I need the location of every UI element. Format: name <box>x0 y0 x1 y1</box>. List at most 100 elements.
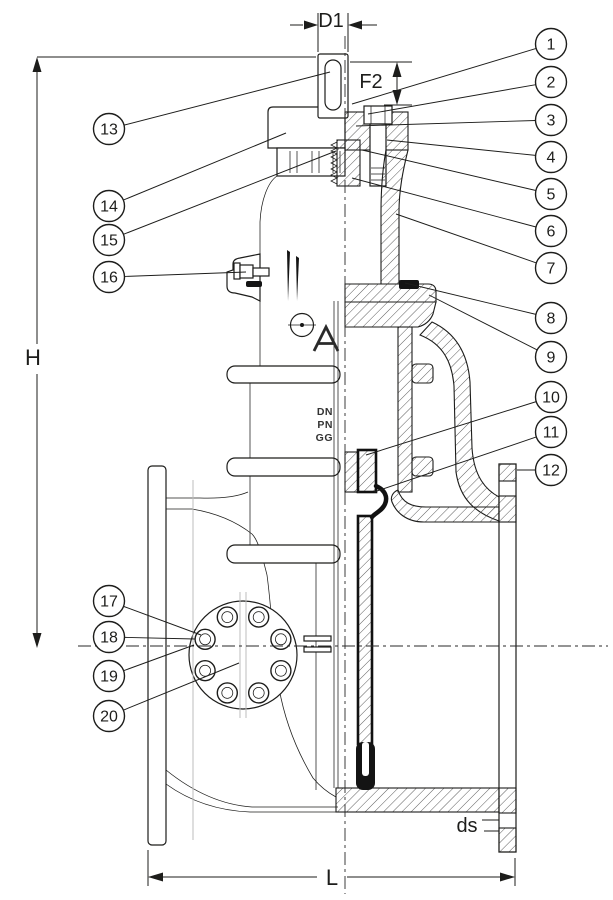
callout-balloon-16 <box>92 260 126 294</box>
dim-label-ds: ds <box>456 815 477 837</box>
bolt-circle-flange <box>188 600 298 710</box>
callout-leader-13 <box>123 71 331 126</box>
callout-number-6: 6 <box>547 224 556 241</box>
pipe-bottom-line-inner <box>165 783 338 813</box>
callout-number-18: 18 <box>100 630 118 647</box>
body-rib <box>226 544 341 564</box>
callout-leader-11 <box>373 436 537 493</box>
body-inner-wall-section <box>397 326 413 493</box>
callout-number-3: 3 <box>547 113 556 130</box>
casting-mark-gg: GG <box>316 432 333 444</box>
wedge-guide-section <box>344 451 359 493</box>
wedge-guide-bar <box>303 635 332 642</box>
wedge-gate <box>356 514 374 746</box>
body-rib <box>226 457 341 477</box>
callout-balloon-7 <box>534 251 568 285</box>
callout-balloon-20 <box>92 699 126 733</box>
callout-balloon-5 <box>534 177 568 211</box>
callout-leader-20 <box>123 662 240 711</box>
gland-serrations <box>330 141 338 185</box>
callout-number-17: 17 <box>100 594 118 611</box>
callout-leader-16 <box>124 271 247 277</box>
callout-balloon-6 <box>534 214 568 248</box>
stem-slot <box>324 59 342 111</box>
wedge-guide-bar <box>303 646 332 653</box>
callout-number-13: 13 <box>100 122 118 139</box>
callout-balloon-9 <box>534 340 568 374</box>
callout-balloon-8 <box>534 301 568 335</box>
callout-number-2: 2 <box>547 75 556 92</box>
callout-leader-15 <box>123 150 337 235</box>
callout-balloon-11 <box>534 415 568 449</box>
callout-leader-17 <box>123 605 202 636</box>
pipe-bottom-wall-section <box>335 787 500 813</box>
wedge <box>356 448 389 790</box>
callout-number-11: 11 <box>543 425 560 442</box>
bonnet-cap-skirt <box>276 147 346 177</box>
dimension-ds: ds <box>456 815 503 837</box>
callout-balloon-15 <box>92 223 126 257</box>
callout-balloon-10 <box>534 380 568 414</box>
callout-balloon-13 <box>92 112 126 146</box>
body-rib <box>226 365 341 384</box>
callout-balloon-2 <box>534 65 568 99</box>
callout-leader-5 <box>361 149 537 191</box>
dimension-f2: F2 <box>350 61 412 106</box>
casting-mark-dn: DN <box>317 406 333 418</box>
valve-left-outside-view <box>147 53 349 846</box>
vent-needle <box>296 256 299 301</box>
callout-leader-6 <box>351 177 537 228</box>
callout-number-10: 10 <box>542 390 560 407</box>
body-pipe-fillet <box>166 508 268 576</box>
dimension-h: H <box>25 56 316 648</box>
callout-leader-4 <box>386 139 536 156</box>
callout-leader-2 <box>367 84 536 115</box>
callout-balloon-12 <box>534 453 568 487</box>
casting-mark-pn: PN <box>317 419 333 431</box>
callout-number-20: 20 <box>100 709 118 726</box>
callout-number-19: 19 <box>100 669 118 686</box>
callout-number-5: 5 <box>547 187 556 204</box>
callout-number-12: 12 <box>542 463 560 480</box>
dim-label-h: H <box>25 345 41 370</box>
callout-leader-7 <box>395 213 537 264</box>
wedge-nut <box>356 448 378 494</box>
wedge-rubber-profile <box>369 483 389 520</box>
callout-leader-9 <box>428 294 538 351</box>
callout-leader-10 <box>365 401 537 456</box>
wedge-bottom-slot <box>362 742 369 776</box>
callout-number-8: 8 <box>547 311 556 328</box>
side-bolt-washer <box>233 262 241 280</box>
pipe-top-line <box>166 491 249 499</box>
right-pipe-flange-section <box>498 463 517 853</box>
callout-number-7: 7 <box>547 261 556 278</box>
callout-number-9: 9 <box>547 350 556 367</box>
rib-stub-section <box>411 363 434 384</box>
callout-balloon-19 <box>92 659 126 693</box>
side-bolt-head <box>239 264 254 279</box>
dim-label-f2: F2 <box>359 71 382 93</box>
dim-label-l: L <box>326 865 338 890</box>
bonnet-dome-outline <box>259 175 278 366</box>
valve-right-section-view <box>330 105 517 853</box>
callout-balloon-17 <box>92 584 126 618</box>
dimension-d1: D1 <box>290 10 377 52</box>
callout-leader-3 <box>355 120 536 127</box>
side-seal <box>246 281 262 287</box>
dimension-l: L <box>147 850 516 890</box>
manufacturer-logo-icon <box>312 323 340 352</box>
callout-leader-19 <box>123 644 195 672</box>
left-pipe-flange <box>147 465 167 846</box>
callout-balloon-3 <box>534 103 568 137</box>
body-flange-section <box>344 301 437 328</box>
casting-marks: DN PN GG <box>312 323 340 444</box>
callout-number-4: 4 <box>547 150 556 167</box>
callout-number-1: 1 <box>547 37 556 54</box>
side-bolt-shank <box>252 267 270 277</box>
callout-balloon-4 <box>534 140 568 174</box>
callout-number-16: 16 <box>100 270 118 287</box>
gland-nut-section <box>336 139 361 187</box>
callout-balloon-14 <box>92 189 126 223</box>
